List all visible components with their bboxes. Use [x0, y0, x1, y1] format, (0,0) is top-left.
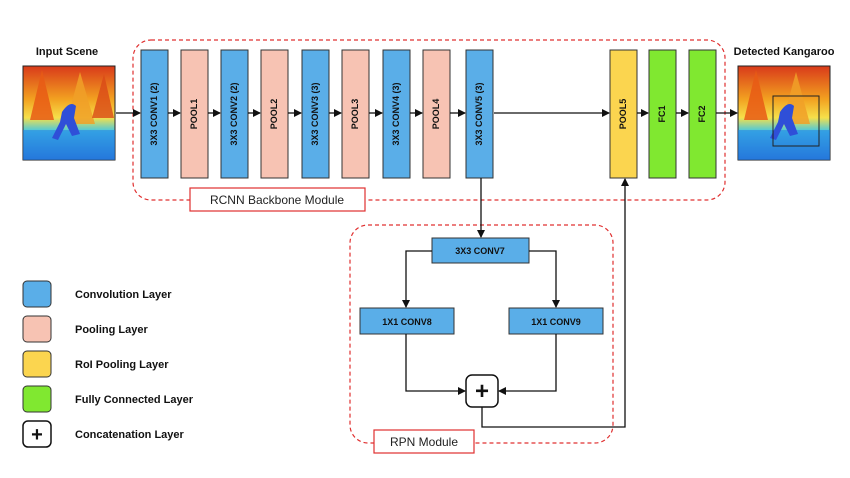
input-scene-label: Input Scene — [36, 46, 98, 58]
layer-pool4-box — [422, 49, 451, 179]
layer-conv4-box — [382, 49, 411, 179]
layer-pool5-box — [609, 49, 638, 179]
layer-fc2-box — [688, 49, 717, 179]
legend-label-fully-connected: Fully Connected Layer — [75, 394, 194, 406]
layer-pool1-box — [180, 49, 209, 179]
legend-label-roi-pooling: RoI Pooling Layer — [75, 359, 169, 371]
conv7-label: 3X3 CONV7 — [455, 246, 505, 256]
arrow-conv7-to-conv9 — [529, 250, 560, 308]
layer-pool4-label: POOL4 — [431, 99, 441, 130]
legend-swatch-convolution — [22, 280, 52, 308]
layer-conv3-box — [301, 49, 330, 179]
output-scene-image — [737, 65, 831, 161]
layer-fc1-box — [648, 49, 677, 179]
layer-pool3-label: POOL3 — [350, 99, 360, 130]
layer-conv1-label: 3X3 CONV1 (2) — [149, 82, 159, 145]
conv8-box — [359, 307, 455, 335]
detection-bounding-box — [772, 95, 820, 147]
backbone-module-label: RCNN Backbone Module — [210, 193, 344, 207]
layer-conv5-box — [465, 49, 494, 179]
input-scene-image — [22, 65, 116, 161]
arrow-conv8-to-concat — [405, 334, 466, 395]
arrow-concat-to-pool5 — [481, 178, 629, 428]
layer-conv2-label: 3X3 CONV2 (2) — [229, 82, 239, 145]
layer-conv5-label: 3X3 CONV5 (3) — [474, 82, 484, 145]
arrow-conv9-to-concat — [498, 334, 557, 395]
legend-label-convolution: Convolution Layer — [75, 289, 172, 301]
legend-concat-plus-icon: + — [31, 424, 43, 446]
rpn-module-label: RPN Module — [390, 435, 458, 449]
concat-plus-icon: + — [475, 378, 489, 405]
conv9-label: 1X1 CONV9 — [531, 317, 581, 327]
conv7-box — [431, 237, 530, 264]
layer-pool2-label: POOL2 — [269, 99, 279, 130]
rpn-module-label-box — [373, 429, 475, 454]
legend-label-pooling: Pooling Layer — [75, 324, 148, 336]
layer-pool2-box — [260, 49, 289, 179]
backbone-module-label-box — [189, 187, 366, 212]
layer-pool3-box — [341, 49, 370, 179]
output-scene-label: Detected Kangaroo — [734, 46, 835, 58]
layer-conv3-label: 3X3 CONV3 (3) — [310, 82, 320, 145]
layer-conv1-box — [140, 49, 169, 179]
legend-swatch-pooling — [22, 315, 52, 343]
legend-label-concat: Concatenation Layer — [75, 429, 185, 441]
legend-swatch-concat — [22, 420, 52, 448]
layer-conv2-box — [220, 49, 249, 179]
layer-fc2-label: FC2 — [697, 105, 707, 122]
layer-conv4-label: 3X3 CONV4 (3) — [391, 82, 401, 145]
arrow-conv7-to-conv8 — [402, 250, 432, 308]
conv8-label: 1X1 CONV8 — [382, 317, 432, 327]
legend-swatch-fully-connected — [22, 385, 52, 413]
layer-pool1-label: POOL1 — [189, 99, 199, 130]
legend-swatch-roi-pooling — [22, 350, 52, 378]
layer-pool5-label: POOL5 — [618, 99, 628, 130]
layer-fc1-label: FC1 — [657, 105, 667, 122]
backbone-layers: 3X3 CONV1 (2) POOL1 3X3 CONV2 (2) POOL2 3X3 … — [140, 49, 717, 179]
backbone-module-border — [132, 39, 726, 201]
